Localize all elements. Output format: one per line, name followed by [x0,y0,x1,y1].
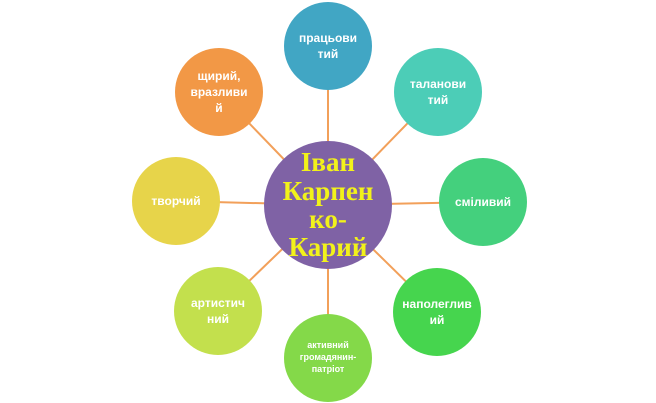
node-aktyvnyi: активний громадянин- патріот [284,314,372,402]
node-napolehlyvyi: наполеглив ий [393,268,481,356]
node-pratsovytyi: працьови тий [284,2,372,90]
node-tvorchyi: творчий [132,157,220,245]
node-smilyvyi: сміливий [439,158,527,246]
center-node: Іван Карпен ко- Карий [264,141,392,269]
node-shchyryi: щирий, вразливи й [175,48,263,136]
node-talanovytyi: таланови тий [394,48,482,136]
node-artystychnyi: артистич ний [174,267,262,355]
